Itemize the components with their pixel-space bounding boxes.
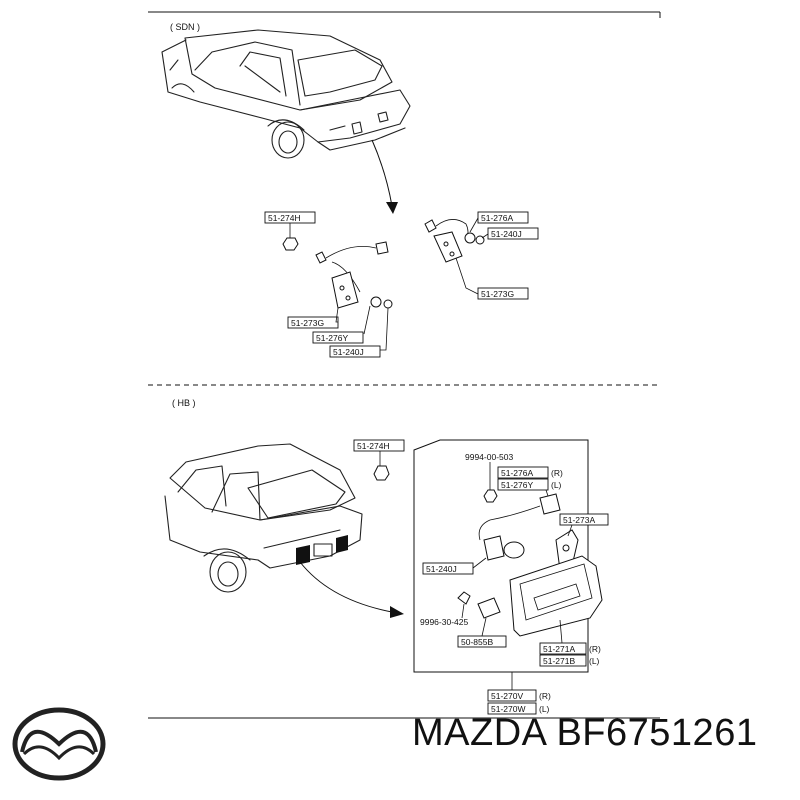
svg-text:(L): (L) <box>551 480 562 490</box>
sdn-label-51-240J-left: 51-240J <box>329 345 381 358</box>
hb-detail-frame <box>413 439 589 673</box>
svg-text:51-273G: 51-273G <box>481 289 514 299</box>
svg-text:51-240J: 51-240J <box>426 564 457 574</box>
svg-text:51-271A: 51-271A <box>543 644 575 654</box>
svg-text:50-855B: 50-855B <box>461 637 493 647</box>
hb-leader-arrow <box>299 561 393 613</box>
section-label-hb: ( HB ) <box>172 398 196 408</box>
section-label-sdn: ( SDN ) <box>170 22 200 32</box>
svg-text:51-274H: 51-274H <box>357 441 390 451</box>
svg-text:(L): (L) <box>539 704 550 714</box>
sdn-label-51-273G-right: 51-273G <box>477 287 529 300</box>
brand-caption: MAZDA BF6751261 <box>412 712 758 754</box>
hatchback-car-drawing <box>164 443 363 593</box>
svg-text:(R): (R) <box>539 691 551 701</box>
svg-text:(R): (R) <box>589 644 601 654</box>
hb-label-51-274H: 51-274H <box>353 439 405 452</box>
hb-grommet-drawing <box>373 465 390 481</box>
hb-label-50-855B: 50-855B <box>457 635 507 648</box>
hb-arrow-head <box>390 606 404 618</box>
svg-text:51-271B: 51-271B <box>543 656 575 666</box>
svg-text:51-270V: 51-270V <box>491 691 523 701</box>
svg-text:51-240J: 51-240J <box>491 229 522 239</box>
hb-label-51-276A: 51-276A (R) <box>497 466 563 479</box>
sdn-label-51-276Y: 51-276Y <box>312 331 364 344</box>
svg-text:(L): (L) <box>589 656 600 666</box>
hb-parts-drawing <box>457 462 603 644</box>
hb-label-51-271A: 51-271A (R) <box>539 642 601 655</box>
svg-text:51-276Y: 51-276Y <box>501 480 533 490</box>
sdn-parts-drawing <box>282 217 489 351</box>
hb-label-51-276Y: 51-276Y (L) <box>497 478 562 491</box>
svg-text:51-273A: 51-273A <box>563 515 595 525</box>
sdn-label-51-240J: 51-240J <box>487 227 539 240</box>
svg-text:(R): (R) <box>551 468 563 478</box>
hb-label-51-270W: 51-270W (L) <box>487 702 550 715</box>
svg-text:51-240J: 51-240J <box>333 347 364 357</box>
svg-text:51-274H: 51-274H <box>268 213 301 223</box>
hb-label-51-273A: 51-273A <box>559 513 609 526</box>
svg-text:51-276Y: 51-276Y <box>316 333 348 343</box>
hb-label-9996-30-425: 9996-30-425 <box>420 617 468 627</box>
hb-label-51-270V: 51-270V (R) <box>487 689 551 702</box>
svg-text:51-276A: 51-276A <box>501 468 533 478</box>
mazda-logo <box>12 707 106 781</box>
sdn-arrow-head <box>386 202 398 214</box>
svg-text:51-270W: 51-270W <box>491 704 526 714</box>
sdn-label-51-273G-left: 51-273G <box>287 316 339 329</box>
svg-text:51-276A: 51-276A <box>481 213 513 223</box>
svg-text:51-273G: 51-273G <box>291 318 324 328</box>
sdn-leader-arrow <box>371 139 393 207</box>
hb-label-51-240J: 51-240J <box>422 562 474 575</box>
sdn-label-51-276A: 51-276A <box>477 211 529 224</box>
hb-label-9994-00-503: 9994-00-503 <box>465 452 513 462</box>
hb-label-51-271B: 51-271B (L) <box>539 654 600 667</box>
sdn-label-51-274H: 51-274H <box>264 211 316 224</box>
sedan-car-drawing <box>161 29 411 159</box>
